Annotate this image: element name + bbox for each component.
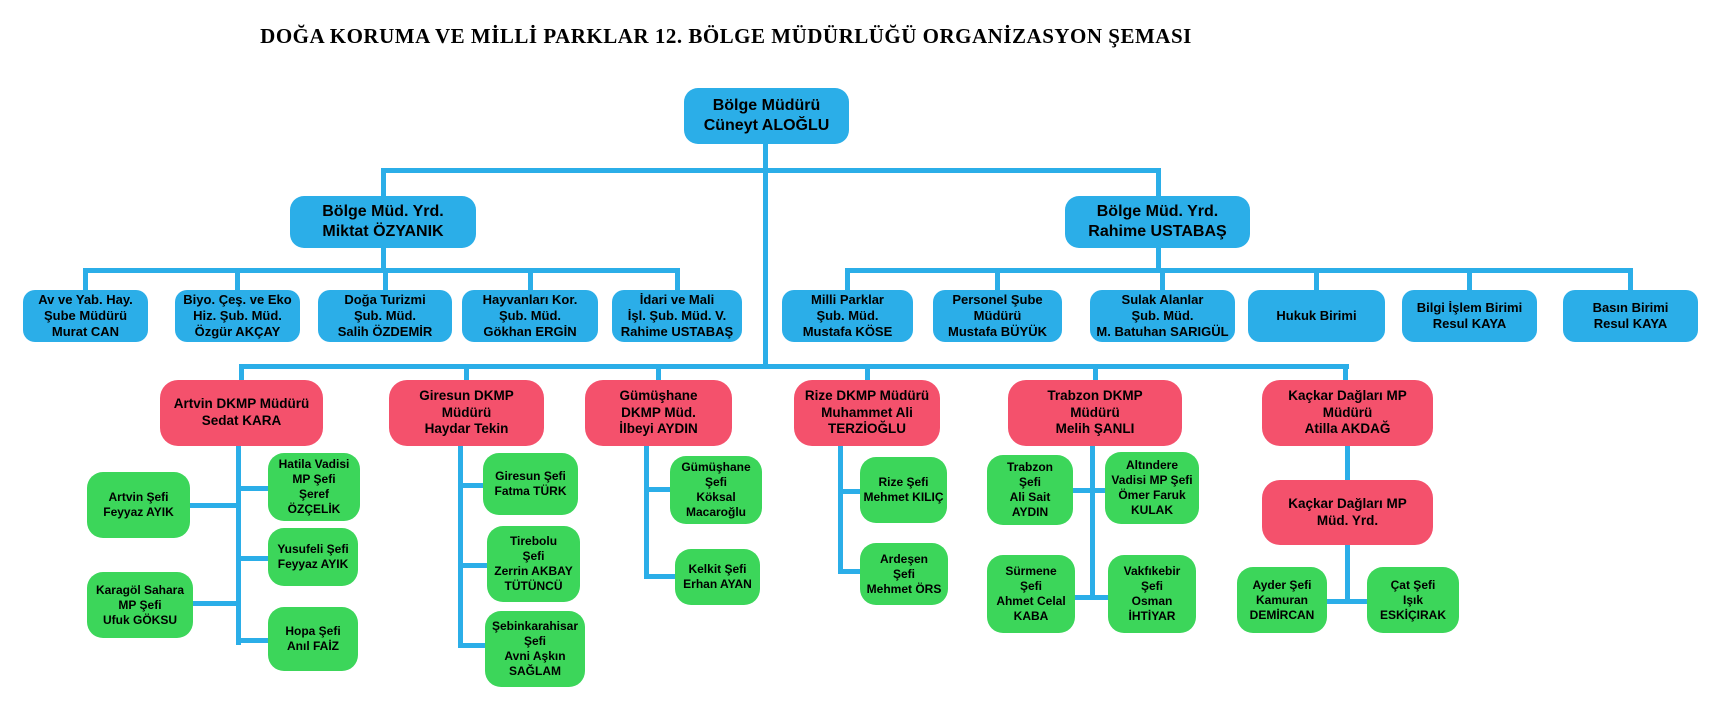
node-kackar-director: Kaçkar Dağları MP Müdürü Atilla AKDAĞ bbox=[1262, 380, 1433, 446]
node-branch-press: Basın Birimi Resul KAYA bbox=[1563, 290, 1698, 342]
connector-line bbox=[239, 486, 270, 491]
connector-line bbox=[83, 268, 88, 290]
connector-line bbox=[381, 168, 1161, 173]
connector-line bbox=[656, 364, 661, 380]
connector-line bbox=[381, 168, 386, 196]
connector-line bbox=[647, 574, 677, 579]
connector-line bbox=[236, 446, 241, 645]
connector-line bbox=[841, 569, 862, 574]
node-chief-vakfikebir: Vakfıkebir Şefi Osman İHTİYAR bbox=[1108, 555, 1196, 633]
connector-line bbox=[464, 364, 469, 380]
connector-line bbox=[1071, 488, 1092, 493]
connector-line bbox=[838, 446, 843, 574]
connector-line bbox=[528, 268, 533, 290]
connector-line bbox=[1093, 364, 1098, 380]
node-branch-biodiversity: Biyo. Çeş. ve Eko Hiz. Şub. Müd. Özgür A… bbox=[175, 290, 300, 342]
node-branch-personnel: Personel Şube Müdürü Mustafa BÜYÜK bbox=[933, 290, 1062, 342]
connector-line bbox=[1073, 595, 1092, 600]
node-deputy-director-2: Bölge Müd. Yrd. Rahime USTABAŞ bbox=[1065, 196, 1250, 248]
connector-line bbox=[239, 638, 270, 643]
connector-line bbox=[1156, 248, 1161, 268]
connector-line bbox=[1090, 446, 1095, 600]
node-chief-giresun: Giresun Şefi Fatma TÜRK bbox=[483, 453, 578, 515]
node-chief-altindere: Altındere Vadisi MP Şefi Ömer Faruk KULA… bbox=[1105, 452, 1199, 524]
connector-line bbox=[845, 268, 850, 290]
connector-line bbox=[865, 364, 870, 380]
node-branch-national-parks: Milli Parklar Şub. Müd. Mustafa KÖSE bbox=[782, 290, 913, 342]
node-branch-wetlands: Sulak Alanlar Şub. Müd. M. Batuhan SARIG… bbox=[1090, 290, 1235, 342]
node-chief-cat: Çat Şefi Işık ESKİÇIRAK bbox=[1367, 567, 1459, 633]
connector-line bbox=[461, 563, 489, 568]
node-chief-karagol-sahara: Karagöl Sahara MP Şefi Ufuk GÖKSU bbox=[87, 572, 193, 638]
connector-line bbox=[644, 446, 649, 579]
node-chief-yusufeli: Yusufeli Şefi Feyyaz AYIK bbox=[268, 528, 358, 586]
node-kackar-deputy-director: Kaçkar Dağları MP Müd. Yrd. bbox=[1262, 480, 1433, 545]
node-chief-sebinkarahisar: Şebinkarahisar Şefi Avni Aşkın SAĞLAM bbox=[485, 611, 585, 687]
connector-line bbox=[675, 268, 680, 290]
node-branch-hunting-wildlife: Av ve Yab. Hay. Şube Müdürü Murat CAN bbox=[23, 290, 148, 342]
node-chief-gumushane: Gümüşhane Şefi Köksal Macaroğlu bbox=[670, 456, 762, 524]
node-chief-artvin: Artvin Şefi Feyyaz AYIK bbox=[87, 472, 190, 538]
connector-line bbox=[461, 483, 485, 488]
node-branch-nature-tourism: Doğa Turizmi Şub. Müd. Salih ÖZDEMİR bbox=[318, 290, 452, 342]
node-chief-hatila-vadisi: Hatila Vadisi MP Şefi Şeref ÖZÇELİK bbox=[268, 453, 360, 521]
connector-line bbox=[83, 268, 680, 273]
chart-title: DOĞA KORUMA VE MİLLİ PARKLAR 12. BÖLGE M… bbox=[260, 24, 1192, 48]
connector-line bbox=[1345, 545, 1350, 604]
connector-line bbox=[1348, 599, 1369, 604]
connector-line bbox=[841, 489, 862, 494]
node-rize-director: Rize DKMP Müdürü Muhammet Ali TERZİOĞLU bbox=[794, 380, 940, 446]
connector-line bbox=[1467, 268, 1472, 290]
node-trabzon-director: Trabzon DKMP Müdürü Melih ŞANLI bbox=[1008, 380, 1182, 446]
node-regional-director: Bölge Müdürü Cüneyt ALOĞLU bbox=[684, 88, 849, 144]
node-chief-surmene: Sürmene Şefi Ahmet Celal KABA bbox=[987, 555, 1075, 633]
connector-line bbox=[1093, 595, 1110, 600]
node-chief-rize: Rize Şefi Mehmet KILIÇ bbox=[860, 457, 947, 523]
node-gumushane-director: Gümüşhane DKMP Müd. İlbeyi AYDIN bbox=[585, 380, 732, 446]
node-chief-trabzon: Trabzon Şefi Ali Sait AYDIN bbox=[987, 455, 1073, 525]
node-chief-tirebolu: Tirebolu Şefi Zerrin AKBAY TÜTÜNCÜ bbox=[487, 526, 580, 602]
connector-line bbox=[239, 364, 1349, 369]
connector-line bbox=[239, 556, 270, 561]
node-chief-ayder: Ayder Şefi Kamuran DEMİRCAN bbox=[1237, 567, 1327, 633]
connector-line bbox=[995, 268, 1000, 290]
connector-line bbox=[1343, 364, 1348, 380]
connector-line bbox=[763, 144, 768, 364]
node-branch-animal-protection: Hayvanları Kor. Şub. Müd. Gökhan ERGİN bbox=[462, 290, 598, 342]
connector-line bbox=[191, 601, 238, 606]
connector-line bbox=[1156, 168, 1161, 196]
connector-line bbox=[647, 487, 672, 492]
connector-line bbox=[458, 446, 463, 648]
node-artvin-director: Artvin DKMP Müdürü Sedat KARA bbox=[160, 380, 323, 446]
node-chief-kelkit: Kelkit Şefi Erhan AYAN bbox=[675, 549, 760, 605]
connector-line bbox=[239, 364, 244, 380]
node-branch-it: Bilgi İşlem Birimi Resul KAYA bbox=[1402, 290, 1537, 342]
node-branch-legal: Hukuk Birimi bbox=[1248, 290, 1385, 342]
connector-line bbox=[1160, 268, 1165, 290]
node-chief-hopa: Hopa Şefi Anıl FAİZ bbox=[268, 607, 358, 671]
node-branch-admin-finance: İdari ve Mali İşl. Şub. Müd. V. Rahime U… bbox=[612, 290, 742, 342]
node-giresun-director: Giresun DKMP Müdürü Haydar Tekin bbox=[389, 380, 544, 446]
connector-line bbox=[1628, 268, 1633, 290]
node-deputy-director-1: Bölge Müd. Yrd. Miktat ÖZYANIK bbox=[290, 196, 476, 248]
connector-line bbox=[383, 268, 388, 290]
connector-line bbox=[381, 248, 386, 268]
connector-line bbox=[1325, 599, 1347, 604]
connector-line bbox=[1314, 268, 1319, 290]
node-chief-ardesen: Ardeşen Şefi Mehmet ÖRS bbox=[860, 543, 948, 605]
connector-line bbox=[1093, 488, 1107, 493]
connector-line bbox=[188, 503, 238, 508]
connector-line bbox=[1345, 446, 1350, 480]
connector-line bbox=[845, 268, 1633, 273]
connector-line bbox=[235, 268, 240, 290]
connector-line bbox=[461, 643, 487, 648]
